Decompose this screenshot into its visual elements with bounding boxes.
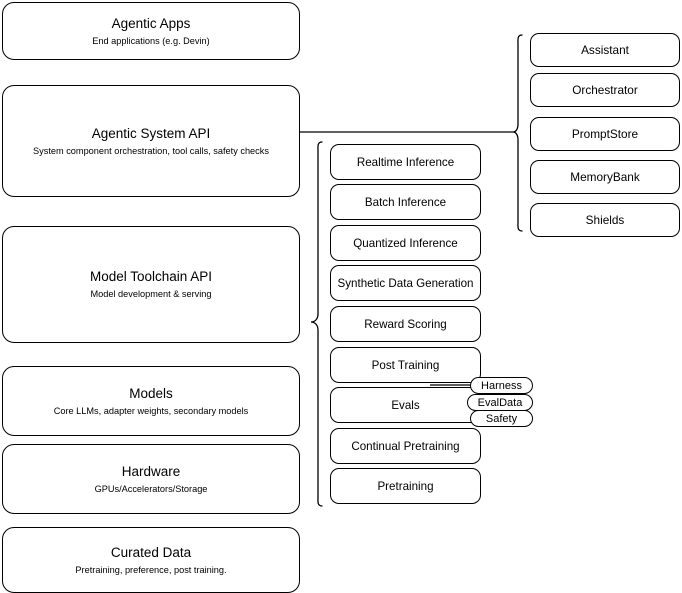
- toolchain-item-continual-pretraining[interactable]: Continual Pretraining: [330, 428, 481, 464]
- system-item-promptstore[interactable]: PromptStore: [530, 117, 680, 151]
- layer-agentic-apps[interactable]: Agentic Apps End applications (e.g. Devi…: [2, 2, 300, 60]
- layer-models[interactable]: Models Core LLMs, adapter weights, secon…: [2, 366, 300, 436]
- toolchain-item-label: Realtime Inference: [356, 155, 455, 169]
- layer-subtitle: GPUs/Accelerators/Storage: [94, 483, 208, 494]
- toolchain-item-reward-scoring[interactable]: Reward Scoring: [330, 306, 481, 342]
- pill-label: Safety: [485, 412, 518, 425]
- toolchain-item-label: Synthetic Data Generation: [337, 276, 474, 290]
- layer-title: Hardware: [121, 463, 181, 479]
- layer-model-toolchain-api[interactable]: Model Toolchain API Model development & …: [2, 226, 300, 343]
- toolchain-item-label: Reward Scoring: [364, 317, 447, 331]
- layer-subtitle: System component orchestration, tool cal…: [33, 145, 269, 156]
- evals-subcomponent-safety[interactable]: Safety: [470, 410, 533, 427]
- layer-title: Agentic System API: [91, 125, 211, 141]
- toolchain-item-realtime-inference[interactable]: Realtime Inference: [330, 144, 481, 180]
- layer-curated-data[interactable]: Curated Data Pretraining, preference, po…: [2, 527, 300, 593]
- layer-hardware[interactable]: Hardware GPUs/Accelerators/Storage: [2, 444, 300, 514]
- layer-title: Curated Data: [110, 544, 192, 560]
- system-item-label: PromptStore: [571, 127, 639, 141]
- layer-title: Models: [129, 385, 173, 401]
- toolchain-item-pretraining[interactable]: Pretraining: [330, 468, 481, 504]
- system-item-orchestrator[interactable]: Orchestrator: [530, 73, 680, 107]
- toolchain-item-synthetic-data-generation[interactable]: Synthetic Data Generation: [330, 265, 481, 301]
- system-item-label: MemoryBank: [570, 170, 640, 184]
- system-item-label: Shields: [585, 213, 625, 227]
- pill-label: Harness: [481, 379, 522, 392]
- layer-subtitle: End applications (e.g. Devin): [92, 35, 210, 46]
- layer-subtitle: Core LLMs, adapter weights, secondary mo…: [53, 405, 249, 416]
- toolchain-item-evals[interactable]: Evals: [330, 387, 481, 423]
- layer-agentic-system-api[interactable]: Agentic System API System component orch…: [2, 85, 300, 197]
- toolchain-item-label: Post Training: [371, 358, 440, 372]
- toolchain-item-label: Pretraining: [377, 479, 434, 493]
- evals-subcomponent-evaldata[interactable]: EvalData: [467, 394, 533, 411]
- evals-subcomponent-harness[interactable]: Harness: [470, 377, 533, 394]
- toolchain-item-label: Batch Inference: [364, 195, 447, 209]
- layer-title: Agentic Apps: [111, 15, 191, 31]
- toolchain-item-label: Quantized Inference: [353, 236, 458, 250]
- toolchain-item-label: Evals: [391, 398, 420, 412]
- system-item-assistant[interactable]: Assistant: [530, 33, 680, 67]
- toolchain-item-post-training[interactable]: Post Training: [330, 347, 481, 383]
- toolchain-item-label: Continual Pretraining: [351, 439, 460, 453]
- system-item-label: Assistant: [581, 43, 629, 57]
- layer-subtitle: Model development & serving: [90, 289, 212, 299]
- pill-label: EvalData: [477, 396, 523, 409]
- system-item-shields[interactable]: Shields: [530, 203, 680, 237]
- system-item-memorybank[interactable]: MemoryBank: [530, 160, 680, 194]
- toolchain-item-batch-inference[interactable]: Batch Inference: [330, 184, 481, 220]
- layer-subtitle: Pretraining, preference, post training.: [75, 564, 227, 575]
- layer-title: Model Toolchain API: [89, 269, 213, 284]
- toolchain-item-quantized-inference[interactable]: Quantized Inference: [330, 225, 481, 261]
- system-item-label: Orchestrator: [572, 83, 638, 97]
